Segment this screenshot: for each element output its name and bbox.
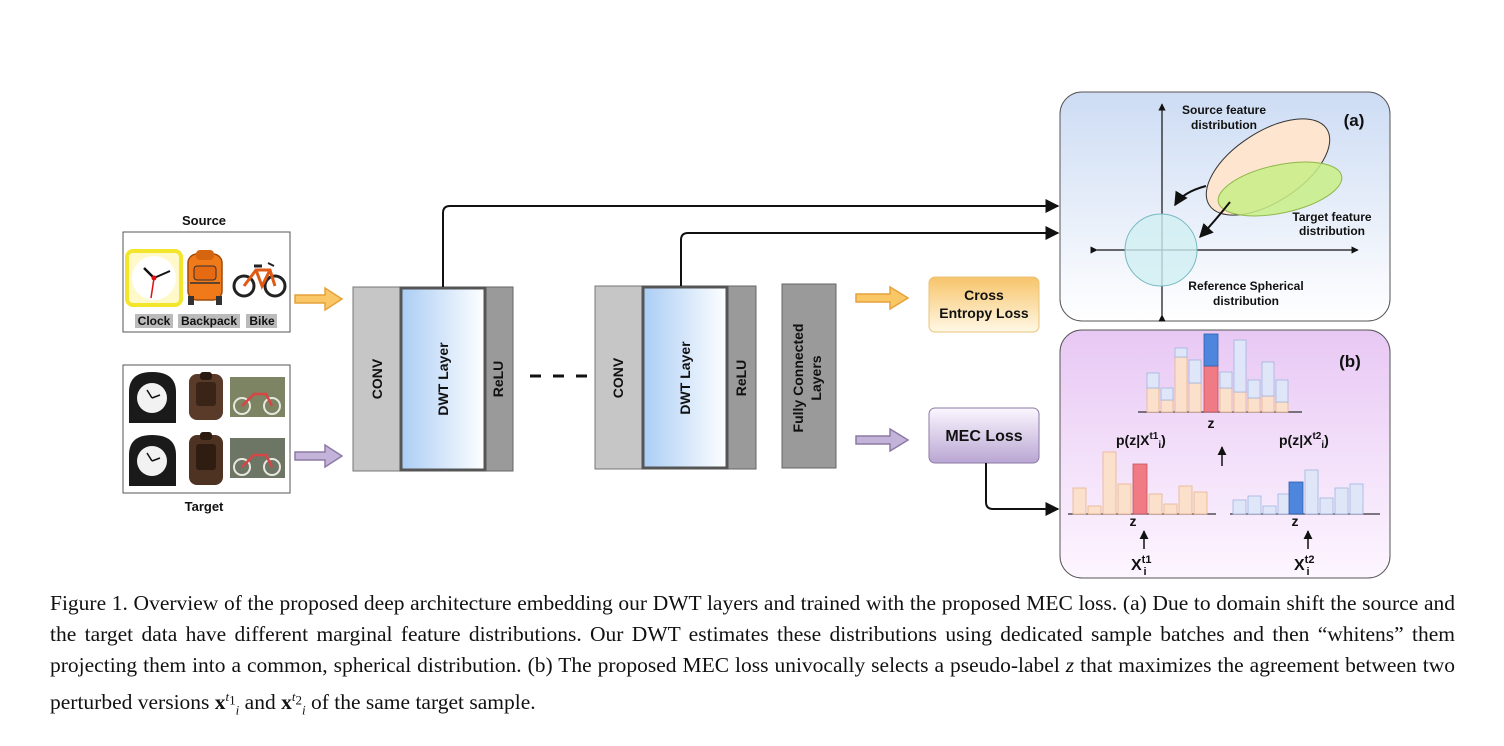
target-clock-images bbox=[129, 372, 176, 486]
conv-label-2: CONV bbox=[610, 357, 626, 398]
ce-label-line2: Entropy Loss bbox=[939, 305, 1029, 321]
source-dist-label-l1: Source feature bbox=[1182, 103, 1266, 117]
histogram-t2: z bbox=[1230, 469, 1380, 529]
combined-z-label: z bbox=[1208, 415, 1215, 431]
layer-block-1: CONV DWT Layer ReLU bbox=[352, 286, 514, 472]
dwt2-to-panel-a-connector bbox=[680, 226, 1060, 286]
clock-label-bg bbox=[135, 314, 173, 328]
caption-part-4: of the same target sample. bbox=[305, 690, 536, 715]
source-dist-label-l2: distribution bbox=[1191, 118, 1257, 132]
relu-label-1: ReLU bbox=[490, 361, 506, 398]
backpack-image bbox=[187, 250, 223, 305]
fc-label-line2: Layers bbox=[808, 355, 824, 400]
fc-label-line1: Fully Connected bbox=[790, 324, 806, 433]
mec-loss-box: MEC Loss bbox=[928, 407, 1040, 464]
panel-a-tag: (a) bbox=[1344, 111, 1365, 130]
target-title: Target bbox=[185, 499, 224, 514]
relu-label-2: ReLU bbox=[733, 360, 749, 397]
target-dist-label-l1: Target feature bbox=[1292, 210, 1371, 224]
conv-layer-1 bbox=[352, 286, 404, 472]
conv-label-1: CONV bbox=[369, 358, 385, 399]
ce-label-line1: Cross bbox=[964, 287, 1004, 303]
mec-to-panel-b-connector bbox=[985, 463, 1060, 516]
caption-math-t2: t bbox=[291, 689, 296, 704]
ref-dist-label-l2: distribution bbox=[1213, 294, 1279, 308]
figure-caption: Figure 1. Overview of the proposed deep … bbox=[50, 588, 1455, 725]
fully-connected-block: Fully Connected Layers bbox=[781, 283, 837, 469]
relu-layer-1 bbox=[482, 286, 514, 472]
caption-math-t2-sub: 2 bbox=[295, 692, 302, 708]
caption-math-x1: x bbox=[214, 690, 226, 715]
histogram-t1: z bbox=[1068, 451, 1216, 529]
target-dist-label-l2: distribution bbox=[1299, 224, 1365, 238]
caption-part-3: and bbox=[239, 690, 282, 715]
t1-z-label: z bbox=[1130, 513, 1137, 529]
bike-image bbox=[232, 262, 287, 298]
caption-math-i2: i bbox=[301, 702, 306, 718]
caption-math-z: z bbox=[1065, 653, 1075, 677]
panel-b-tag: (b) bbox=[1339, 352, 1361, 371]
dwt-layer-2 bbox=[641, 285, 729, 470]
class-label-bike: Bike bbox=[249, 314, 275, 328]
conv-layer-2 bbox=[594, 285, 646, 470]
caption-math-i1: i bbox=[235, 702, 240, 718]
target-bike-images bbox=[230, 377, 285, 478]
target-backpack-images bbox=[189, 372, 223, 485]
caption-math-t1: t bbox=[225, 689, 230, 704]
source-title: Source bbox=[182, 213, 226, 228]
combined-histogram: z bbox=[1138, 333, 1302, 431]
caption-part-2: that maximizes the agreement between two… bbox=[50, 653, 1455, 715]
caption-part-1: Figure 1. Overview of the proposed deep … bbox=[50, 591, 1455, 677]
t2-z-label: z bbox=[1292, 513, 1299, 529]
dwt1-to-panel-a-connector bbox=[442, 199, 1060, 287]
caption-math-x2: x bbox=[281, 690, 292, 715]
mec-label: MEC Loss bbox=[945, 428, 1022, 445]
caption-math-t1-sub: 1 bbox=[229, 692, 236, 708]
dwt-layer-1 bbox=[399, 286, 487, 472]
class-label-clock: Clock bbox=[138, 314, 171, 328]
mec-output-arrow bbox=[855, 427, 910, 453]
ce-output-arrow bbox=[855, 285, 910, 311]
cross-entropy-loss-box: Cross Entropy Loss bbox=[928, 276, 1040, 333]
p-t2-label: p(z|Xt2i) bbox=[1279, 431, 1329, 451]
panel-b: (b) z bbox=[1059, 329, 1391, 579]
class-label-backpack: Backpack bbox=[181, 314, 237, 328]
architecture-figure: Source Clock Backpack Bike bbox=[122, 91, 1391, 579]
ref-dist-label-l1: Reference Spherical bbox=[1188, 279, 1303, 293]
target-input-arrow bbox=[294, 443, 344, 469]
dwt-label-2: DWT Layer bbox=[677, 341, 693, 415]
layer-block-2: CONV DWT Layer ReLU bbox=[594, 285, 757, 470]
relu-layer-2 bbox=[725, 285, 757, 470]
backpack-label-bg bbox=[178, 314, 240, 328]
bike-label-bg bbox=[246, 314, 277, 328]
source-input-arrow bbox=[294, 286, 344, 312]
p-t1-label: p(z|Xt1i) bbox=[1116, 431, 1166, 451]
clock-image bbox=[125, 249, 183, 307]
panel-a: Source feature distribution Target featu… bbox=[1059, 91, 1391, 322]
dwt-label-1: DWT Layer bbox=[435, 342, 451, 416]
